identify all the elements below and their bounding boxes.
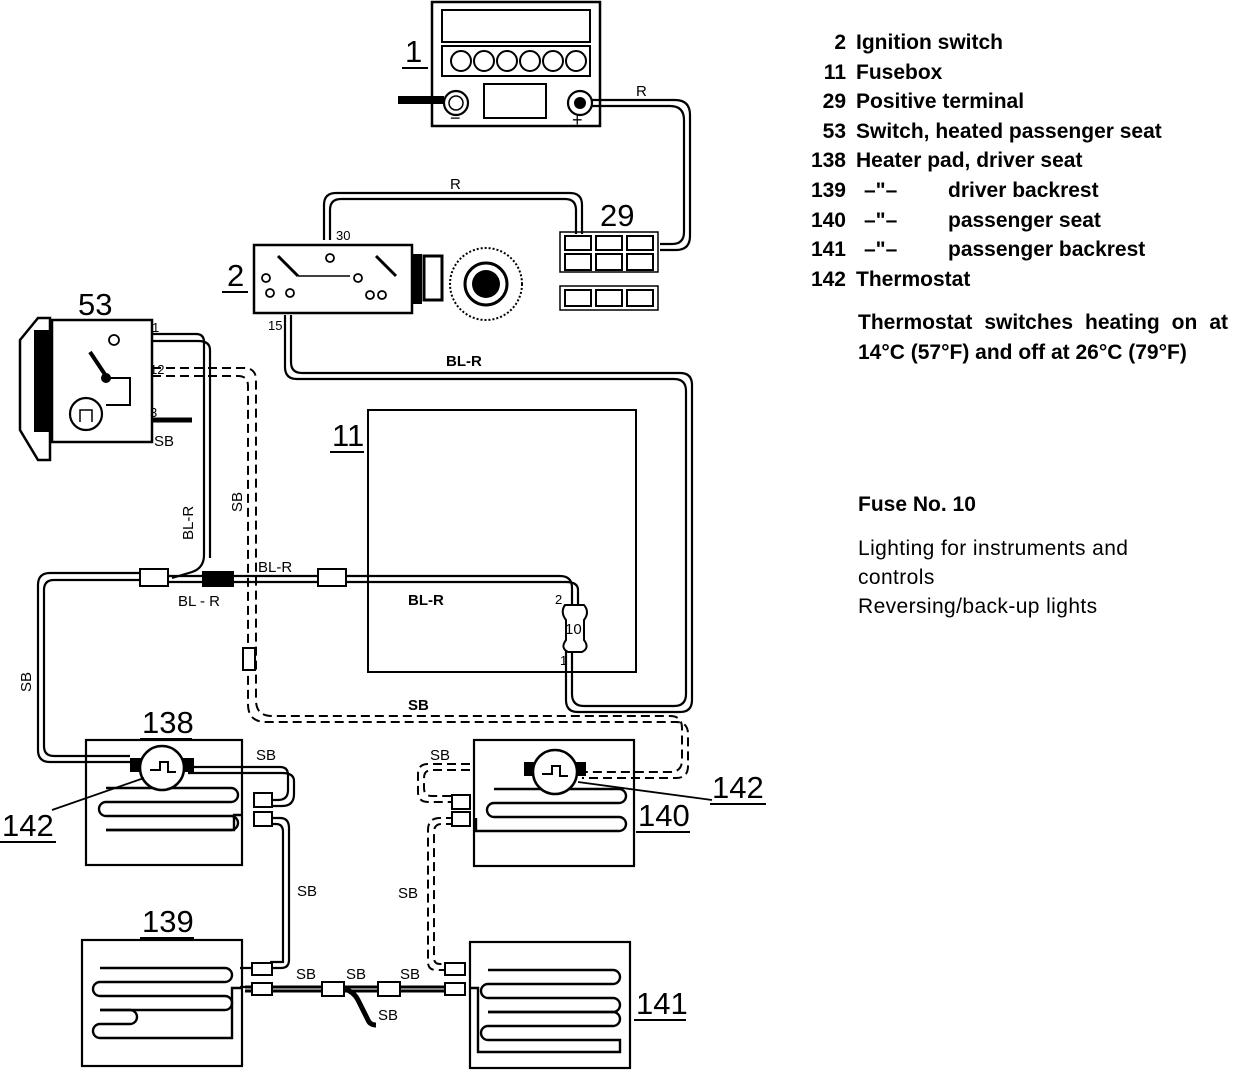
- wire-label-blr-main: BL-R: [446, 353, 482, 370]
- legend-ditto: –"–: [864, 238, 898, 262]
- legend-ditto: –"–: [864, 178, 898, 202]
- component-legend: 2 Ignition switch 11 Fusebox 29 Positive term…: [800, 28, 1230, 294]
- component-label-1: 1: [405, 34, 422, 69]
- heater-pad-138: [84, 738, 244, 867]
- legend-number: 138: [810, 149, 846, 173]
- wire-label-sb-b2: SB: [346, 966, 366, 983]
- wire-label-sb-b1: SB: [296, 966, 316, 983]
- component-label-140: 140: [638, 798, 690, 833]
- legend-label: Switch, heated passenger seat: [856, 119, 1162, 143]
- ignition-switch: 30 15: [252, 228, 523, 333]
- heater-pad-141: [468, 940, 632, 1070]
- thermostat-note: Thermostat switches heating on at 14°C (…: [858, 311, 1228, 364]
- terminal-sw-3: 3: [150, 405, 157, 420]
- wire-label-sb-ground: SB: [378, 1007, 398, 1024]
- legend-label: driver backrest: [948, 178, 1099, 202]
- legend-ditto: –"–: [864, 208, 898, 232]
- battery-minus-sign: −: [450, 108, 461, 128]
- component-label-2: 2: [227, 258, 244, 293]
- legend-label: Thermostat: [856, 267, 971, 291]
- terminal-15: 15: [268, 318, 282, 333]
- component-label-138: 138: [142, 705, 194, 740]
- wire-label-blr-left: BL - R: [178, 593, 220, 610]
- wire-label-sb-left: SB: [18, 672, 35, 692]
- legend-row: 141 –"– passenger backrest: [800, 235, 1230, 265]
- wire-label-sb-138: SB: [256, 747, 276, 764]
- legend-row: 139 –"– driver backrest: [800, 176, 1230, 206]
- component-label-139: 139: [142, 904, 194, 939]
- legend-label: passenger seat: [948, 208, 1101, 232]
- legend-label: Fusebox: [856, 60, 943, 84]
- fuse-line: Reversing/back-up lights: [858, 595, 1098, 618]
- wires: [36, 98, 694, 1028]
- fuse-line: Lighting for instruments and: [858, 537, 1129, 560]
- battery-instrument: − + 1: [398, 0, 602, 130]
- fuse-number: 10: [565, 621, 582, 638]
- component-label-11: 11: [332, 418, 364, 453]
- terminal-fuse-2: 2: [555, 592, 562, 607]
- legend-label: passenger backrest: [948, 238, 1146, 262]
- wire-label-blr-fusebox: BL-R: [408, 592, 444, 609]
- legend-row: 138 Heater pad, driver seat: [800, 146, 1230, 176]
- wire-label-sb-140: SB: [430, 747, 450, 764]
- positive-terminal: [559, 231, 659, 311]
- legend-row: 2 Ignition switch: [800, 28, 1230, 58]
- component-label-53: 53: [78, 287, 112, 322]
- wire-label-sb-vertical: SB: [229, 492, 246, 512]
- legend-number: 53: [822, 119, 846, 143]
- component-label-142-left: 142: [2, 808, 54, 843]
- legend-row: 140 –"– passenger seat: [800, 206, 1230, 236]
- dashed-wires: [152, 367, 689, 971]
- legend-number: 141: [810, 238, 846, 262]
- legend-row: 29 Positive terminal: [800, 87, 1230, 117]
- connectors: [139, 568, 471, 997]
- terminal-fuse-1: 1: [560, 653, 567, 668]
- wire-label-sb-left-vert: SB: [398, 885, 418, 902]
- wire-label-sb-dashed: SB: [408, 697, 429, 714]
- legend-label: Heater pad, driver seat: [856, 149, 1083, 173]
- legend-label: Ignition switch: [856, 31, 1003, 54]
- heater-pad-140: [472, 738, 636, 868]
- component-label-142-right: 142: [712, 770, 764, 805]
- wire-label-blr-junction: BL-R: [258, 559, 292, 576]
- legend-number: 29: [822, 90, 846, 114]
- legend-number: 11: [823, 60, 846, 84]
- legend-label: Positive terminal: [856, 90, 1025, 114]
- component-label-29: 29: [600, 198, 634, 233]
- wire-label-blr-vertical: BL-R: [180, 506, 197, 540]
- wire-label-sb-b3: SB: [400, 966, 420, 983]
- wire-label-r-mid: R: [450, 176, 461, 193]
- terminal-sw-12: 12: [150, 362, 164, 377]
- fuse-10: 10 2 1: [555, 592, 588, 668]
- heater-pad-139: [80, 938, 244, 1068]
- fuse-info: Fuse No. 10 Lighting for instruments and…: [858, 490, 1238, 621]
- legend-number: 139: [810, 178, 846, 202]
- seat-heater-switch: 1 12 3: [18, 316, 164, 462]
- legend-number: 140: [810, 208, 846, 232]
- fuse-title: Fuse No. 10: [858, 493, 976, 516]
- wire-label-r-top: R: [636, 83, 647, 100]
- legend-row: 53 Switch, heated passenger seat: [800, 117, 1230, 147]
- terminal-sw-1: 1: [152, 320, 159, 335]
- fusebox: [367, 409, 637, 673]
- legend-row: 142 Thermostat: [800, 265, 1230, 295]
- wire-label-sb-switch: SB: [154, 433, 174, 450]
- legend-number: 142: [810, 267, 846, 291]
- legend-row: 11 Fusebox: [800, 58, 1230, 88]
- wire-label-sb-right-vert: SB: [297, 883, 317, 900]
- fuse-line: controls: [858, 566, 935, 589]
- battery-plus-sign: +: [572, 110, 583, 130]
- terminal-30: 30: [336, 228, 350, 243]
- component-label-141: 141: [636, 986, 688, 1021]
- legend-number: 2: [834, 31, 846, 54]
